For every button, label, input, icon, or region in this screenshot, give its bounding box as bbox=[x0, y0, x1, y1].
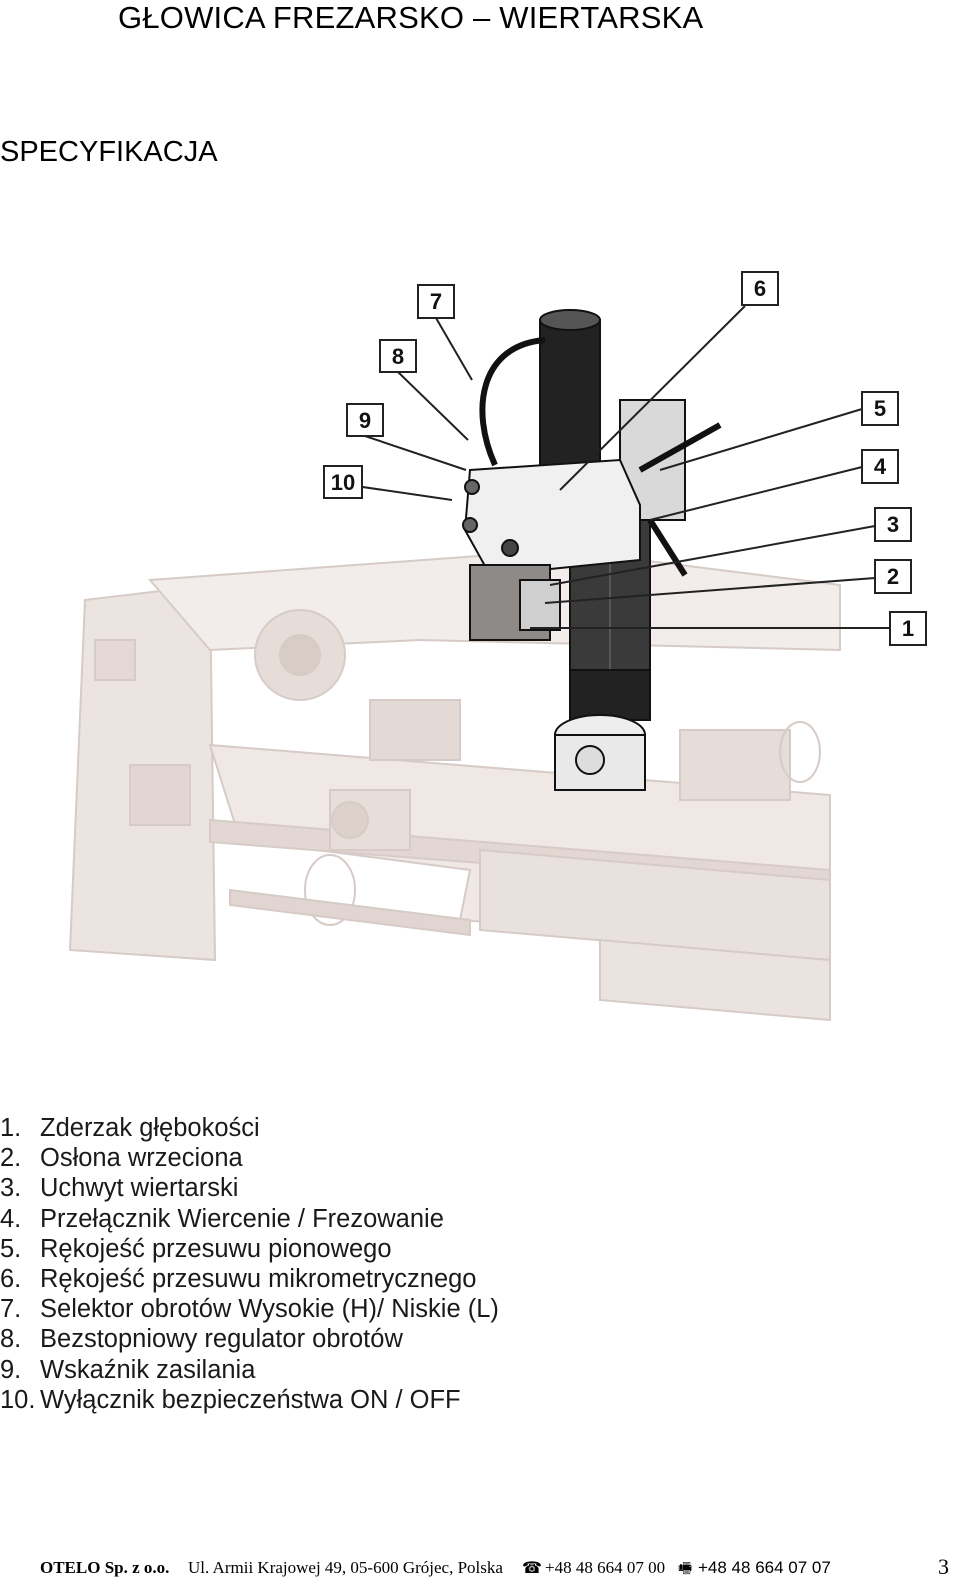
company-name: OTELO Sp. z o.o. bbox=[40, 1558, 170, 1577]
list-item: 4. Przełącznik Wiercenie / Frezowanie bbox=[0, 1204, 499, 1234]
page-footer: OTELO Sp. z o.o. Ul. Armii Krajowej 49, … bbox=[40, 1552, 960, 1582]
item-number: 10. bbox=[0, 1385, 36, 1414]
callout-9: 9 bbox=[359, 408, 371, 433]
list-item: 2. Osłona wrzeciona bbox=[0, 1143, 499, 1173]
item-number: 9. bbox=[0, 1355, 22, 1384]
mill-drill-head bbox=[462, 309, 722, 791]
callout-numbers: 7 6 8 9 10 5 4 3 2 1 bbox=[331, 276, 914, 641]
lathe-background bbox=[68, 548, 841, 1022]
parts-list: 1.Zderzak głębokości 2.Osłona wrzeciona … bbox=[0, 1113, 499, 1415]
callout-leader-lines bbox=[341, 305, 890, 629]
machine-illustration: 7 6 8 9 10 5 4 3 2 1 bbox=[0, 255, 960, 1045]
callout-5: 5 bbox=[874, 396, 886, 421]
callout-3: 3 bbox=[887, 512, 899, 537]
item-number: 1. bbox=[0, 1114, 22, 1142]
list-item: 8. Bezstopniowy regulator obrotów bbox=[0, 1324, 499, 1354]
item-label: Przełącznik Wiercenie / Frezowanie bbox=[40, 1204, 444, 1233]
item-label: Selektor obrotów Wysokie (H)/ Niskie (L) bbox=[40, 1295, 499, 1324]
list-item: 1. Zderzak głębokości bbox=[0, 1113, 499, 1143]
callout-6: 6 bbox=[754, 276, 766, 301]
list-item: 7. Selektor obrotów Wysokie (H)/ Niskie (… bbox=[0, 1294, 499, 1324]
item-label: Rękojeść przesuwu pionowego bbox=[40, 1234, 392, 1263]
item-number: 6. bbox=[0, 1265, 22, 1294]
item-number: 4. bbox=[0, 1204, 22, 1233]
item-label: Osłona wrzeciona bbox=[40, 1144, 243, 1173]
fax-icon: 🖷 bbox=[678, 1559, 693, 1577]
item-label: Wskaźnik zasilania bbox=[40, 1355, 256, 1384]
telephone-icon: ☎ bbox=[522, 1558, 542, 1577]
page-number: 3 bbox=[938, 1554, 949, 1579]
item-label: Uchwyt wiertarski bbox=[40, 1174, 239, 1203]
phone-number: +48 48 664 07 00 bbox=[545, 1558, 666, 1577]
list-item: 6. Rękojeść przesuwu mikrometrycznego bbox=[0, 1264, 499, 1294]
item-label: Rękojeść przesuwu mikrometrycznego bbox=[40, 1265, 477, 1294]
item-number: 7. bbox=[0, 1295, 22, 1324]
company-address: Ul. Armii Krajowej 49, 05-600 Grójec, Po… bbox=[188, 1558, 503, 1577]
callout-2: 2 bbox=[887, 564, 899, 589]
item-number: 2. bbox=[0, 1144, 22, 1173]
item-number: 3. bbox=[0, 1174, 22, 1203]
fax-number: +48 48 664 07 07 bbox=[698, 1558, 831, 1577]
section-title: SPECYFIKACJA bbox=[0, 136, 218, 168]
list-item: 3. Uchwyt wiertarski bbox=[0, 1173, 499, 1203]
list-item: 5. Rękojeść przesuwu pionowego bbox=[0, 1234, 499, 1264]
callout-8: 8 bbox=[392, 344, 404, 369]
list-item: 10.Wyłącznik bezpieczeństwa ON / OFF bbox=[0, 1385, 499, 1415]
item-number: 5. bbox=[0, 1234, 22, 1263]
callout-boxes bbox=[323, 271, 927, 646]
item-number: 8. bbox=[0, 1325, 22, 1354]
callout-10: 10 bbox=[331, 470, 355, 495]
item-label: Zderzak głębokości bbox=[40, 1114, 260, 1142]
callout-4: 4 bbox=[874, 454, 887, 479]
item-label: Wyłącznik bezpieczeństwa ON / OFF bbox=[40, 1385, 461, 1414]
list-item: 9. Wskaźnik zasilania bbox=[0, 1355, 499, 1385]
callout-1: 1 bbox=[902, 616, 914, 641]
callout-7: 7 bbox=[430, 289, 442, 314]
item-label: Bezstopniowy regulator obrotów bbox=[40, 1325, 403, 1354]
page-title: GŁOWICA FREZARSKO – WIERTARSKA bbox=[118, 0, 704, 35]
